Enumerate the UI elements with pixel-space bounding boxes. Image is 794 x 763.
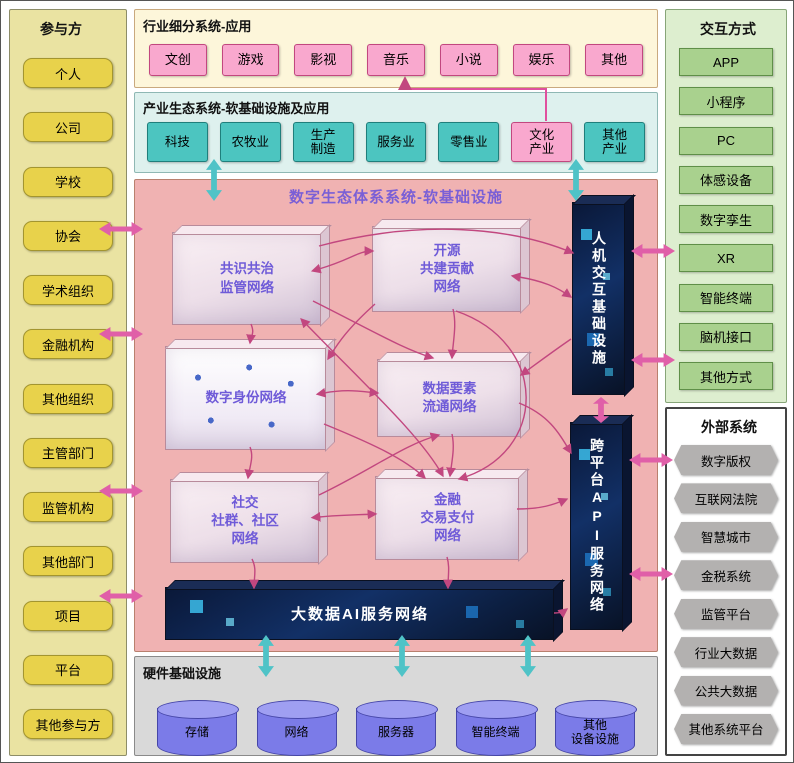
interaction-list: APP 小程序 PC 体感设备数字孪生 XR 智能终端脑机接口其他方式 (679, 48, 773, 390)
ecosystem-item[interactable]: 文化 产业 (511, 122, 573, 162)
participant-item[interactable]: 其他参与方 (23, 709, 113, 739)
external-item[interactable]: 智慧城市 (674, 521, 778, 552)
interaction-item[interactable]: 数字孪生 (679, 205, 773, 233)
participant-item[interactable]: 学术组织 (23, 275, 113, 305)
industry-item[interactable]: 小说 (439, 44, 498, 76)
interaction-item[interactable]: PC (679, 126, 773, 155)
industry-item[interactable]: 文创 (149, 44, 207, 76)
participants-panel: 参与方 个人公司学校协会学术组织金融机构其他组织主管部门监管机构其他部门项目平台… (9, 9, 127, 756)
digital-ecosystem-section: 数字生态体系系统-软基础设施 共识共治 监管网络 开源 共建贡献 网络 数字身份… (134, 179, 658, 652)
arrow-ecosystem-digital-right (568, 159, 584, 201)
external-item[interactable]: 公共大数据 (674, 675, 778, 706)
network-box-digital-identity[interactable]: 数字身份网络 (165, 346, 327, 450)
interaction-item[interactable]: XR (679, 244, 773, 273)
network-box-data-elements[interactable]: 数据要素 流通网络 (377, 359, 522, 437)
hardware-item[interactable]: 其他 设备设施 (555, 700, 637, 756)
industry-item[interactable]: 其他 (585, 44, 644, 76)
hardware-item[interactable]: 存储 (157, 700, 239, 756)
interaction-panel: 交互方式 APP 小程序 PC 体感设备数字孪生 XR 智能终端脑机接口其他方式 (665, 9, 787, 403)
network-box-social-community[interactable]: 社交 社群、社区 网络 (170, 479, 320, 563)
arrow-digital-hardware-3 (520, 635, 536, 677)
participant-item[interactable]: 主管部门 (23, 437, 113, 468)
industry-item[interactable]: 影视 (294, 44, 353, 76)
industry-title: 行业细分系统-应用 (143, 19, 252, 34)
arrow-interaction-lower (631, 353, 675, 367)
participant-item[interactable]: 项目 (23, 600, 113, 631)
external-list: 数字版权互联网法院智慧城市金税系统监管平台行业大数据公共大数据其他系统平台 (674, 445, 778, 744)
ecosystem-item[interactable]: 零售业 (438, 122, 500, 162)
participants-list: 个人公司学校协会学术组织金融机构其他组织主管部门监管机构其他部门项目平台其他参与… (23, 58, 113, 739)
hardware-item[interactable]: 网络 (256, 700, 339, 756)
external-item[interactable]: 行业大数据 (674, 637, 778, 668)
arrow-external-upper (629, 453, 673, 467)
external-panel: 外部系统 数字版权互联网法院智慧城市金税系统监管平台行业大数据公共大数据其他系统… (665, 407, 787, 756)
ecosystem-item[interactable]: 科技 (147, 122, 208, 162)
interaction-item[interactable]: 其他方式 (679, 362, 773, 390)
interaction-title: 交互方式 (700, 21, 756, 37)
interaction-item[interactable]: 智能终端 (679, 283, 773, 312)
arrow-interaction-upper (631, 244, 675, 258)
pillar-cross-platform-api[interactable]: 跨平台API服务网络 (570, 422, 624, 630)
participant-item[interactable]: 其他组织 (23, 383, 113, 414)
hardware-title: 硬件基础设施 (143, 666, 222, 681)
participant-item[interactable]: 学校 (23, 166, 113, 197)
hardware-item[interactable]: 智能终端 (455, 700, 538, 756)
network-box-open-source[interactable]: 开源 共建贡献 网络 (372, 226, 522, 312)
participant-item[interactable]: 平台 (23, 654, 113, 685)
external-item[interactable]: 互联网法院 (674, 483, 778, 514)
participant-item[interactable]: 金融机构 (23, 329, 113, 360)
network-box-consensus-governance[interactable]: 共识共治 监管网络 (172, 232, 322, 325)
interaction-item[interactable]: 体感设备 (679, 165, 773, 194)
external-item[interactable]: 金税系统 (674, 560, 778, 591)
participant-item[interactable]: 公司 (23, 112, 113, 143)
interaction-item[interactable]: APP (679, 48, 773, 76)
arrow-participants-association (99, 222, 143, 236)
external-item[interactable]: 监管平台 (674, 598, 778, 629)
digital-title: 数字生态体系系统-软基础设施 (289, 189, 503, 206)
ecosystem-title: 产业生态系统-软基础设施及应用 (143, 101, 330, 116)
external-item[interactable]: 其他系统平台 (674, 713, 778, 744)
interaction-item[interactable]: 小程序 (679, 87, 773, 116)
network-box-financial-payment[interactable]: 金融 交易支付 网络 (375, 476, 520, 560)
arrow-digital-hardware-2 (394, 635, 410, 677)
participant-item[interactable]: 其他部门 (23, 546, 113, 577)
bigdata-ai-service-box[interactable]: 大数据AI服务网络 (165, 587, 555, 640)
external-item[interactable]: 数字版权 (674, 445, 778, 475)
ecosystem-item[interactable]: 生产 制造 (292, 122, 354, 162)
arrow-digital-hardware-1 (258, 635, 274, 677)
arrow-participants-finance (99, 327, 143, 341)
ecosystem-item[interactable]: 农牧业 (219, 122, 281, 162)
arrow-external-lower (629, 567, 673, 581)
participant-item[interactable]: 监管机构 (23, 492, 113, 522)
industry-item[interactable]: 游戏 (221, 44, 280, 76)
ecosystem-item[interactable]: 服务业 (365, 122, 427, 162)
hardware-list: 存储网络服务器智能终端其他 设备设施 (135, 682, 657, 756)
arrow-participants-project (99, 589, 143, 603)
ecosystem-list: 科技农牧业生产 制造服务业零售业文化 产业其他 产业 (135, 117, 657, 162)
participants-title: 参与方 (40, 21, 82, 37)
external-title: 外部系统 (701, 419, 757, 435)
interaction-item[interactable]: 脑机接口 (679, 322, 773, 351)
participant-item[interactable]: 个人 (23, 58, 113, 88)
ecosystem-item[interactable]: 其他 产业 (584, 122, 646, 162)
industry-section: 行业细分系统-应用 文创游戏影视音乐小说娱乐其他 (134, 9, 658, 88)
ecosystem-section: 产业生态系统-软基础设施及应用 科技农牧业生产 制造服务业零售业文化 产业其他 … (134, 92, 658, 173)
hardware-item[interactable]: 服务器 (356, 700, 438, 756)
participant-item[interactable]: 协会 (23, 220, 113, 251)
pillar-human-machine-infrastructure[interactable]: 人机交互基础设施 (572, 202, 626, 395)
arrow-pillar-to-pillar (593, 397, 609, 423)
arrow-ecosystem-digital-left (206, 159, 222, 201)
hardware-section: 硬件基础设施 存储网络服务器智能终端其他 设备设施 (134, 656, 658, 756)
industry-item[interactable]: 娱乐 (512, 44, 571, 76)
industry-item[interactable]: 音乐 (367, 44, 425, 76)
arrow-participants-regulator (99, 484, 143, 498)
industry-list: 文创游戏影视音乐小说娱乐其他 (135, 35, 657, 76)
